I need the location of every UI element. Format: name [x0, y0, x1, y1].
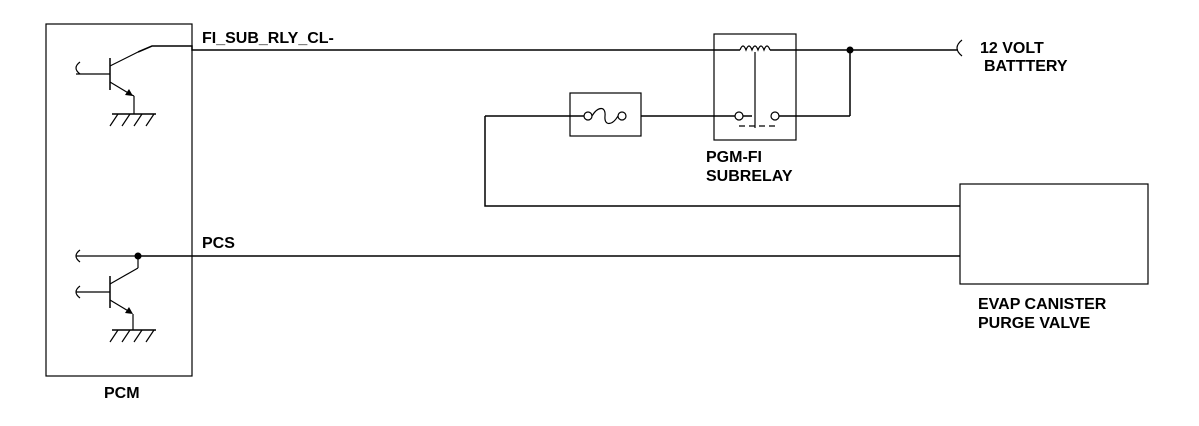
- pcm-label: PCM: [104, 385, 140, 402]
- transistor-2-emitter-arrow: [125, 307, 133, 314]
- fi-sub-rly-label: FI_SUB_RLY_CL-: [202, 30, 334, 47]
- transistor-1-emitter: [109, 81, 131, 95]
- relay-coil: [739, 45, 771, 52]
- ground-1-hatch-c: [133, 113, 143, 127]
- valve-feed-wire: [484, 116, 960, 207]
- transistor-1-input-squiggle: [75, 61, 81, 75]
- ground-2-hatch-d: [145, 329, 155, 343]
- purge-valve-box: [959, 183, 1149, 285]
- battery-label-line2: BATTTERY: [984, 58, 1068, 75]
- relay-label-line1: PGM-FI: [706, 149, 762, 166]
- ground-2-hatch-c: [133, 329, 143, 343]
- valve-label-line1: EVAP CANISTER: [978, 296, 1107, 313]
- transistor-2-collector: [109, 267, 139, 285]
- ground-1-hatch-b: [121, 113, 131, 127]
- transistor-1-emitter-end: [129, 93, 135, 97]
- transistor-2-symbol: [75, 249, 156, 343]
- valve-label-line2: PURGE VALVE: [978, 315, 1091, 332]
- pcm-box: [45, 23, 193, 377]
- battery-connector-squiggle: [956, 39, 963, 57]
- fi-sub-rly-wire: [137, 45, 718, 53]
- ground-1-hatch-d: [145, 113, 155, 127]
- relay-label-line2: SUBRELAY: [706, 168, 793, 185]
- pcs-label: PCS: [202, 235, 235, 252]
- transistor-1-symbol: [75, 51, 156, 127]
- ground-2-hatch-a: [109, 329, 119, 343]
- battery-label-line1: 12 VOLT: [980, 40, 1044, 57]
- ground-1-hatch-a: [109, 113, 119, 127]
- transistor-1-collector: [109, 51, 139, 67]
- transistor-2-emitter: [109, 299, 131, 313]
- fuse-element: [591, 107, 619, 125]
- ground-2-hatch-b: [121, 329, 131, 343]
